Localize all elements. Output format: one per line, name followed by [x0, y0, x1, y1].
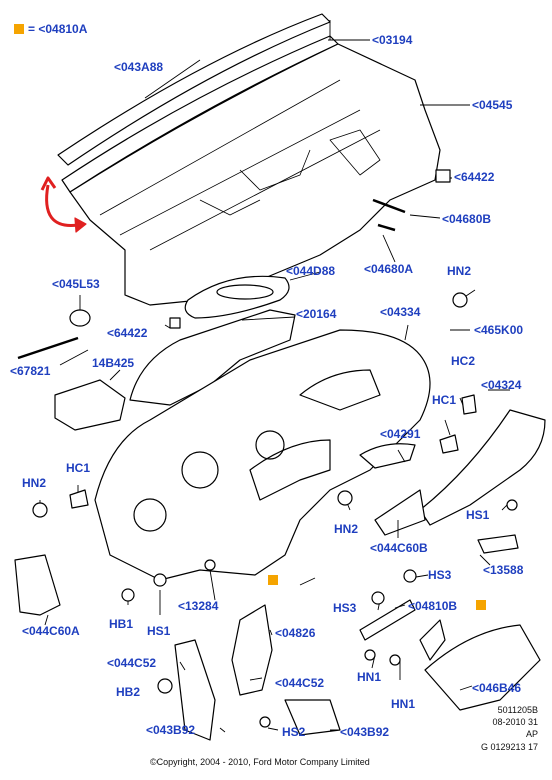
label-HN2-top[interactable]: HN2	[447, 264, 472, 278]
radio-housing	[54, 379, 126, 431]
copyright: ©Copyright, 2004 - 2010, Ford Motor Comp…	[150, 757, 370, 767]
main-instrument-panel	[94, 329, 431, 581]
label-HB2[interactable]: HB2	[116, 685, 141, 699]
glovebox	[424, 624, 541, 711]
label-HS1-left[interactable]: HS1	[147, 624, 171, 638]
legend-text: = <04810A	[28, 22, 88, 36]
label-04680B[interactable]: <04680B	[442, 212, 492, 226]
label-14B425[interactable]: 14B425	[92, 356, 135, 370]
label-044C52-right[interactable]: <044C52	[275, 676, 325, 690]
label-04826[interactable]: <04826	[275, 626, 316, 640]
long-bolt	[17, 336, 79, 360]
label-04334[interactable]: <04334	[380, 305, 421, 319]
label-045L53[interactable]: <045L53	[52, 277, 100, 291]
label-044C60A[interactable]: <044C60A	[22, 624, 80, 638]
label-HC2[interactable]: HC2	[451, 354, 476, 368]
legend: = <04810A	[14, 22, 87, 36]
label-043B92-left[interactable]: <043B92	[146, 723, 196, 737]
label-HB1[interactable]: HB1	[109, 617, 134, 631]
label-03194[interactable]: <03194	[372, 33, 413, 47]
label-67821[interactable]: <67821	[10, 364, 51, 378]
label-HN2-left[interactable]: HN2	[22, 476, 47, 490]
label-044C52-left[interactable]: <044C52	[107, 656, 157, 670]
label-64422-top[interactable]: <64422	[454, 170, 495, 184]
label-043B92-right[interactable]: <043B92	[340, 725, 390, 739]
label-04680A[interactable]: <04680A	[364, 262, 414, 276]
ref-note-2: 08-2010 31	[492, 717, 538, 727]
label-HN2-center[interactable]: HN2	[334, 522, 359, 536]
label-044C60B[interactable]: <044C60B	[370, 541, 428, 555]
instrument-panel-insert	[129, 309, 296, 406]
label-HN1-right[interactable]: HN1	[391, 697, 416, 711]
ref-note-1: 5011205B	[497, 705, 538, 715]
lower-bracket-left	[174, 639, 216, 741]
label-64422-mid[interactable]: <64422	[107, 326, 148, 340]
label-04810B[interactable]: <04810B	[408, 599, 458, 613]
label-046B46[interactable]: <046B46	[472, 681, 522, 695]
side-trim-panel-b	[374, 489, 426, 536]
ref-note-3: AP	[525, 729, 538, 739]
label-13284[interactable]: <13284	[178, 599, 219, 613]
legend-swatch	[14, 24, 24, 34]
label-04324[interactable]: <04324	[481, 378, 522, 392]
marker-04810A-center	[268, 575, 278, 585]
label-465K00[interactable]: <465K00	[474, 323, 524, 337]
label-HS2[interactable]: HS2	[282, 725, 306, 739]
marker-04810A-bracket	[476, 600, 486, 610]
label-HS3-right[interactable]: HS3	[428, 568, 452, 582]
label-04545[interactable]: <04545	[472, 98, 513, 112]
ref-note-4: G 0129213 17	[480, 742, 538, 752]
label-HC1-left[interactable]: HC1	[66, 461, 91, 475]
pad	[477, 534, 519, 554]
label-HS1-right[interactable]: HS1	[466, 508, 490, 522]
red-direction-arrow	[45, 184, 79, 227]
label-13588[interactable]: <13588	[483, 563, 524, 577]
label-044D88[interactable]: <044D88	[286, 264, 336, 278]
label-04291[interactable]: <04291	[380, 427, 421, 441]
end-panel-right	[419, 409, 546, 526]
trim-clip-panel	[359, 443, 416, 469]
support-bracket	[231, 604, 273, 696]
side-trim-panel	[14, 554, 61, 616]
label-043A88[interactable]: <043A88	[114, 60, 164, 74]
label-HN1-left[interactable]: HN1	[357, 670, 382, 684]
label-HS3-center[interactable]: HS3	[333, 601, 357, 615]
label-20164[interactable]: <20164	[296, 307, 337, 321]
cross-bracket	[359, 599, 416, 641]
label-HC1-right[interactable]: HC1	[432, 393, 457, 407]
